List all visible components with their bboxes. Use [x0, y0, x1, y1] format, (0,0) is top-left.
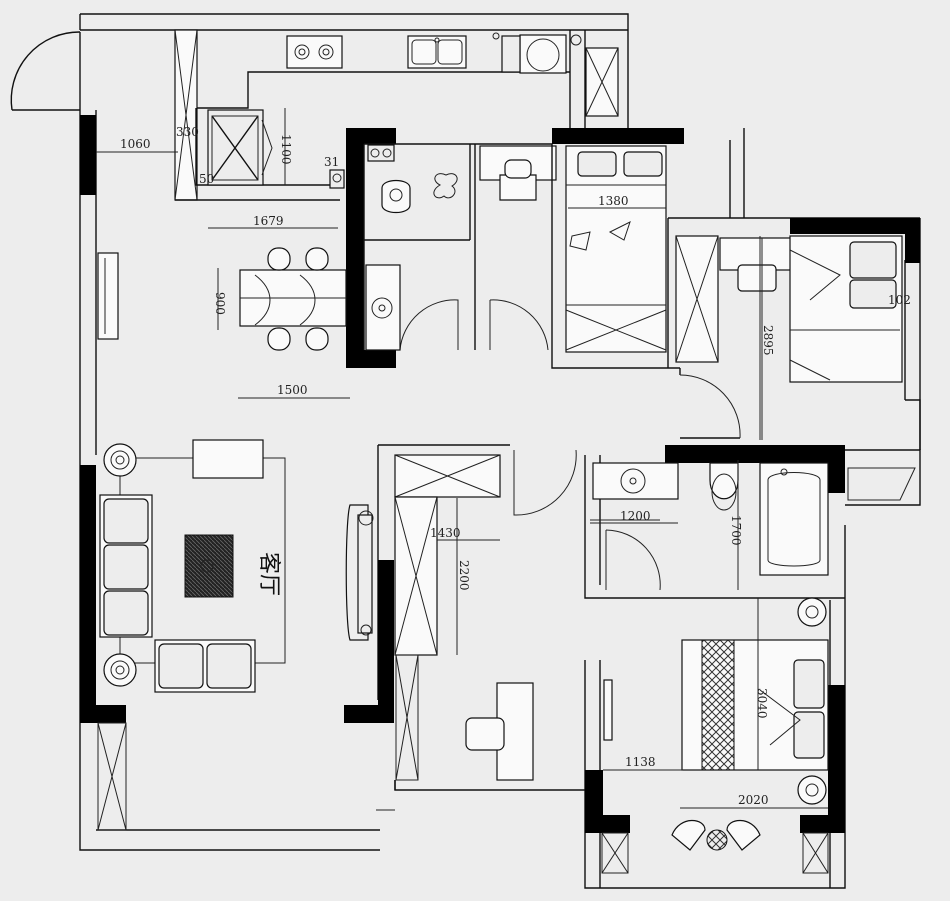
chair-icon	[737, 264, 777, 292]
dim-1200: 1200	[620, 509, 651, 523]
chair-icon	[499, 174, 537, 201]
study-bottom	[465, 679, 613, 781]
dim-900: 900	[213, 292, 227, 315]
dim-1679: 1679	[253, 214, 284, 228]
dim-1380: 1380	[598, 194, 629, 208]
chair-icon	[465, 717, 505, 751]
dim-1100: 1100	[279, 134, 293, 165]
living-balcony	[97, 722, 127, 831]
bedroom-3	[675, 235, 903, 440]
dim-1138: 1138	[625, 755, 656, 769]
dim-102: 102	[888, 293, 911, 307]
lamp-icon	[103, 653, 137, 687]
dimension-labels: 1060 330 1100 31 50 1679 900 1500 1380 2…	[120, 125, 911, 807]
bed-throw	[701, 639, 735, 771]
entry-door	[10, 31, 81, 111]
dim-1430: 1430	[430, 526, 461, 540]
study	[479, 145, 557, 201]
bathroom	[584, 455, 845, 599]
coffee-table	[184, 534, 234, 598]
wash-basin-icon	[365, 264, 401, 351]
dim-1700: 1700	[729, 515, 743, 546]
squat-toilet-icon	[381, 179, 411, 214]
master-balcony	[601, 819, 829, 874]
dining-table	[239, 247, 347, 351]
shoe-cabinet	[97, 252, 119, 340]
bathtub-icon	[759, 462, 829, 576]
dim-3040: 3040	[755, 688, 769, 719]
interior-doors	[376, 299, 741, 811]
lamp-icon	[797, 597, 827, 627]
sink-icon	[407, 35, 467, 69]
bedroom-2	[551, 144, 667, 353]
wall-blocks	[80, 115, 920, 833]
dim-31: 31	[324, 155, 339, 169]
lamp-icon	[103, 443, 137, 477]
lamp-icon	[797, 775, 827, 805]
dim-1500: 1500	[277, 383, 308, 397]
dimension-lines	[96, 108, 828, 809]
washer-icon	[519, 34, 567, 74]
dim-2200: 2200	[457, 560, 471, 591]
central-wardrobe	[394, 454, 501, 781]
round-table	[706, 829, 728, 851]
dim-2895: 2895	[761, 325, 775, 356]
wc-top	[363, 143, 552, 351]
master-bedroom	[603, 597, 829, 805]
utility-balcony	[847, 467, 916, 501]
side-table	[192, 439, 264, 479]
lounge-chair-icon	[671, 819, 706, 851]
dim-2020: 2020	[738, 793, 769, 807]
dim-330: 330	[176, 125, 199, 139]
dim-1060: 1060	[120, 137, 151, 151]
living-room-label: 客厅	[256, 552, 281, 596]
lounge-chair-icon	[726, 819, 761, 851]
living-room	[97, 252, 374, 693]
dim-50: 50	[199, 172, 214, 186]
kitchen	[174, 29, 619, 201]
